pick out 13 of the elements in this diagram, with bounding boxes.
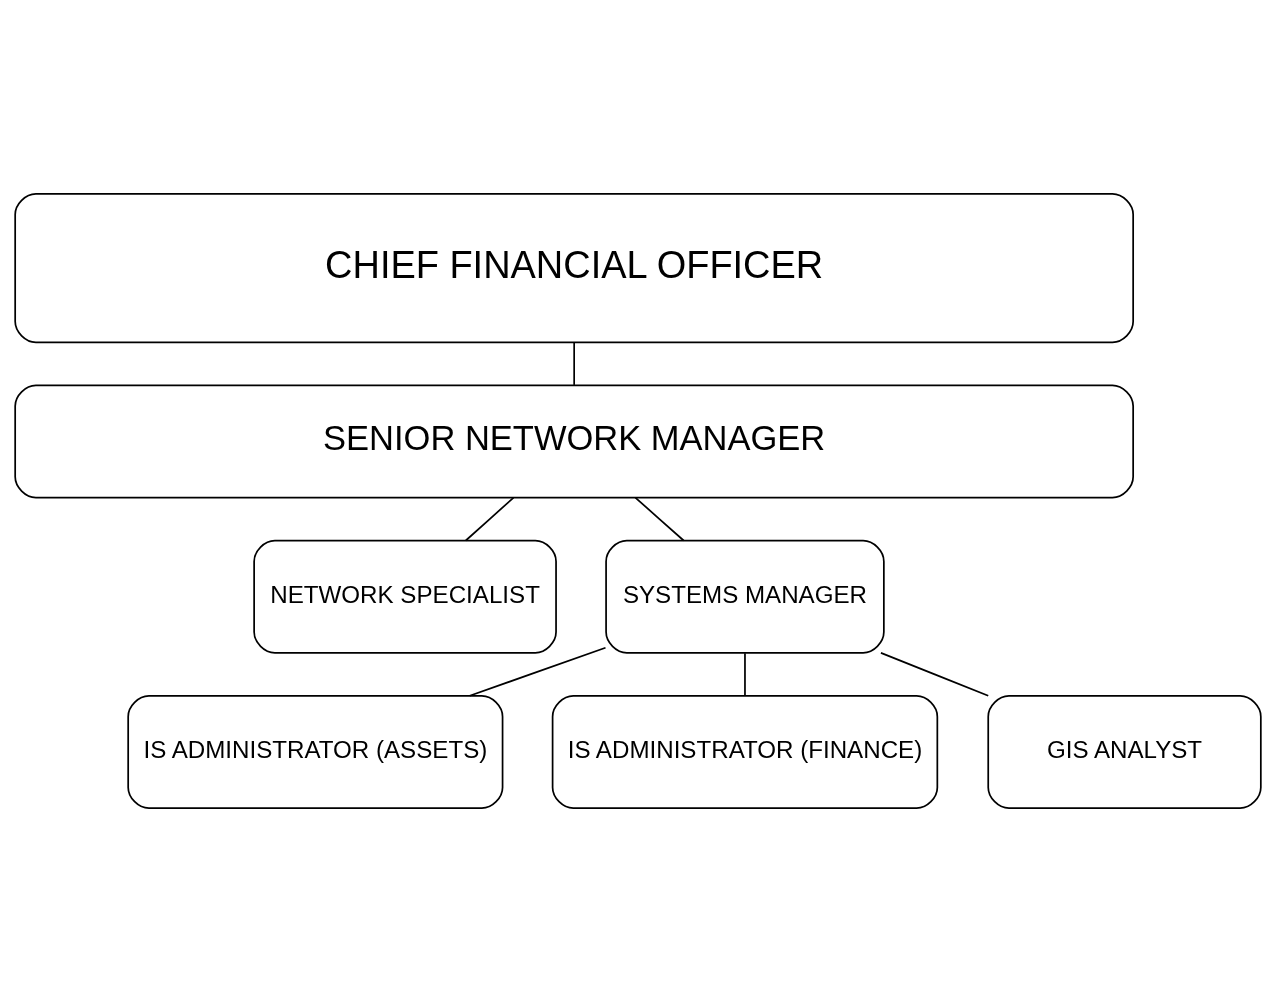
connector	[468, 646, 607, 697]
connector	[634, 496, 685, 541]
node-box: CHIEF FINANCIAL OFFICER	[14, 192, 1134, 343]
connector	[880, 651, 990, 697]
node-box: GIS ANALYST	[987, 694, 1262, 809]
node-box: IS ADMINISTRATOR (FINANCE)	[551, 694, 939, 809]
connector	[744, 651, 746, 696]
connector	[573, 341, 576, 386]
node-box: SYSTEMS MANAGER	[605, 539, 885, 654]
connector	[464, 496, 515, 541]
node-box: IS ADMINISTRATOR (ASSETS)	[127, 694, 504, 809]
node-box: SENIOR NETWORK MANAGER	[14, 384, 1134, 498]
node-box: NETWORK SPECIALIST	[253, 539, 557, 654]
